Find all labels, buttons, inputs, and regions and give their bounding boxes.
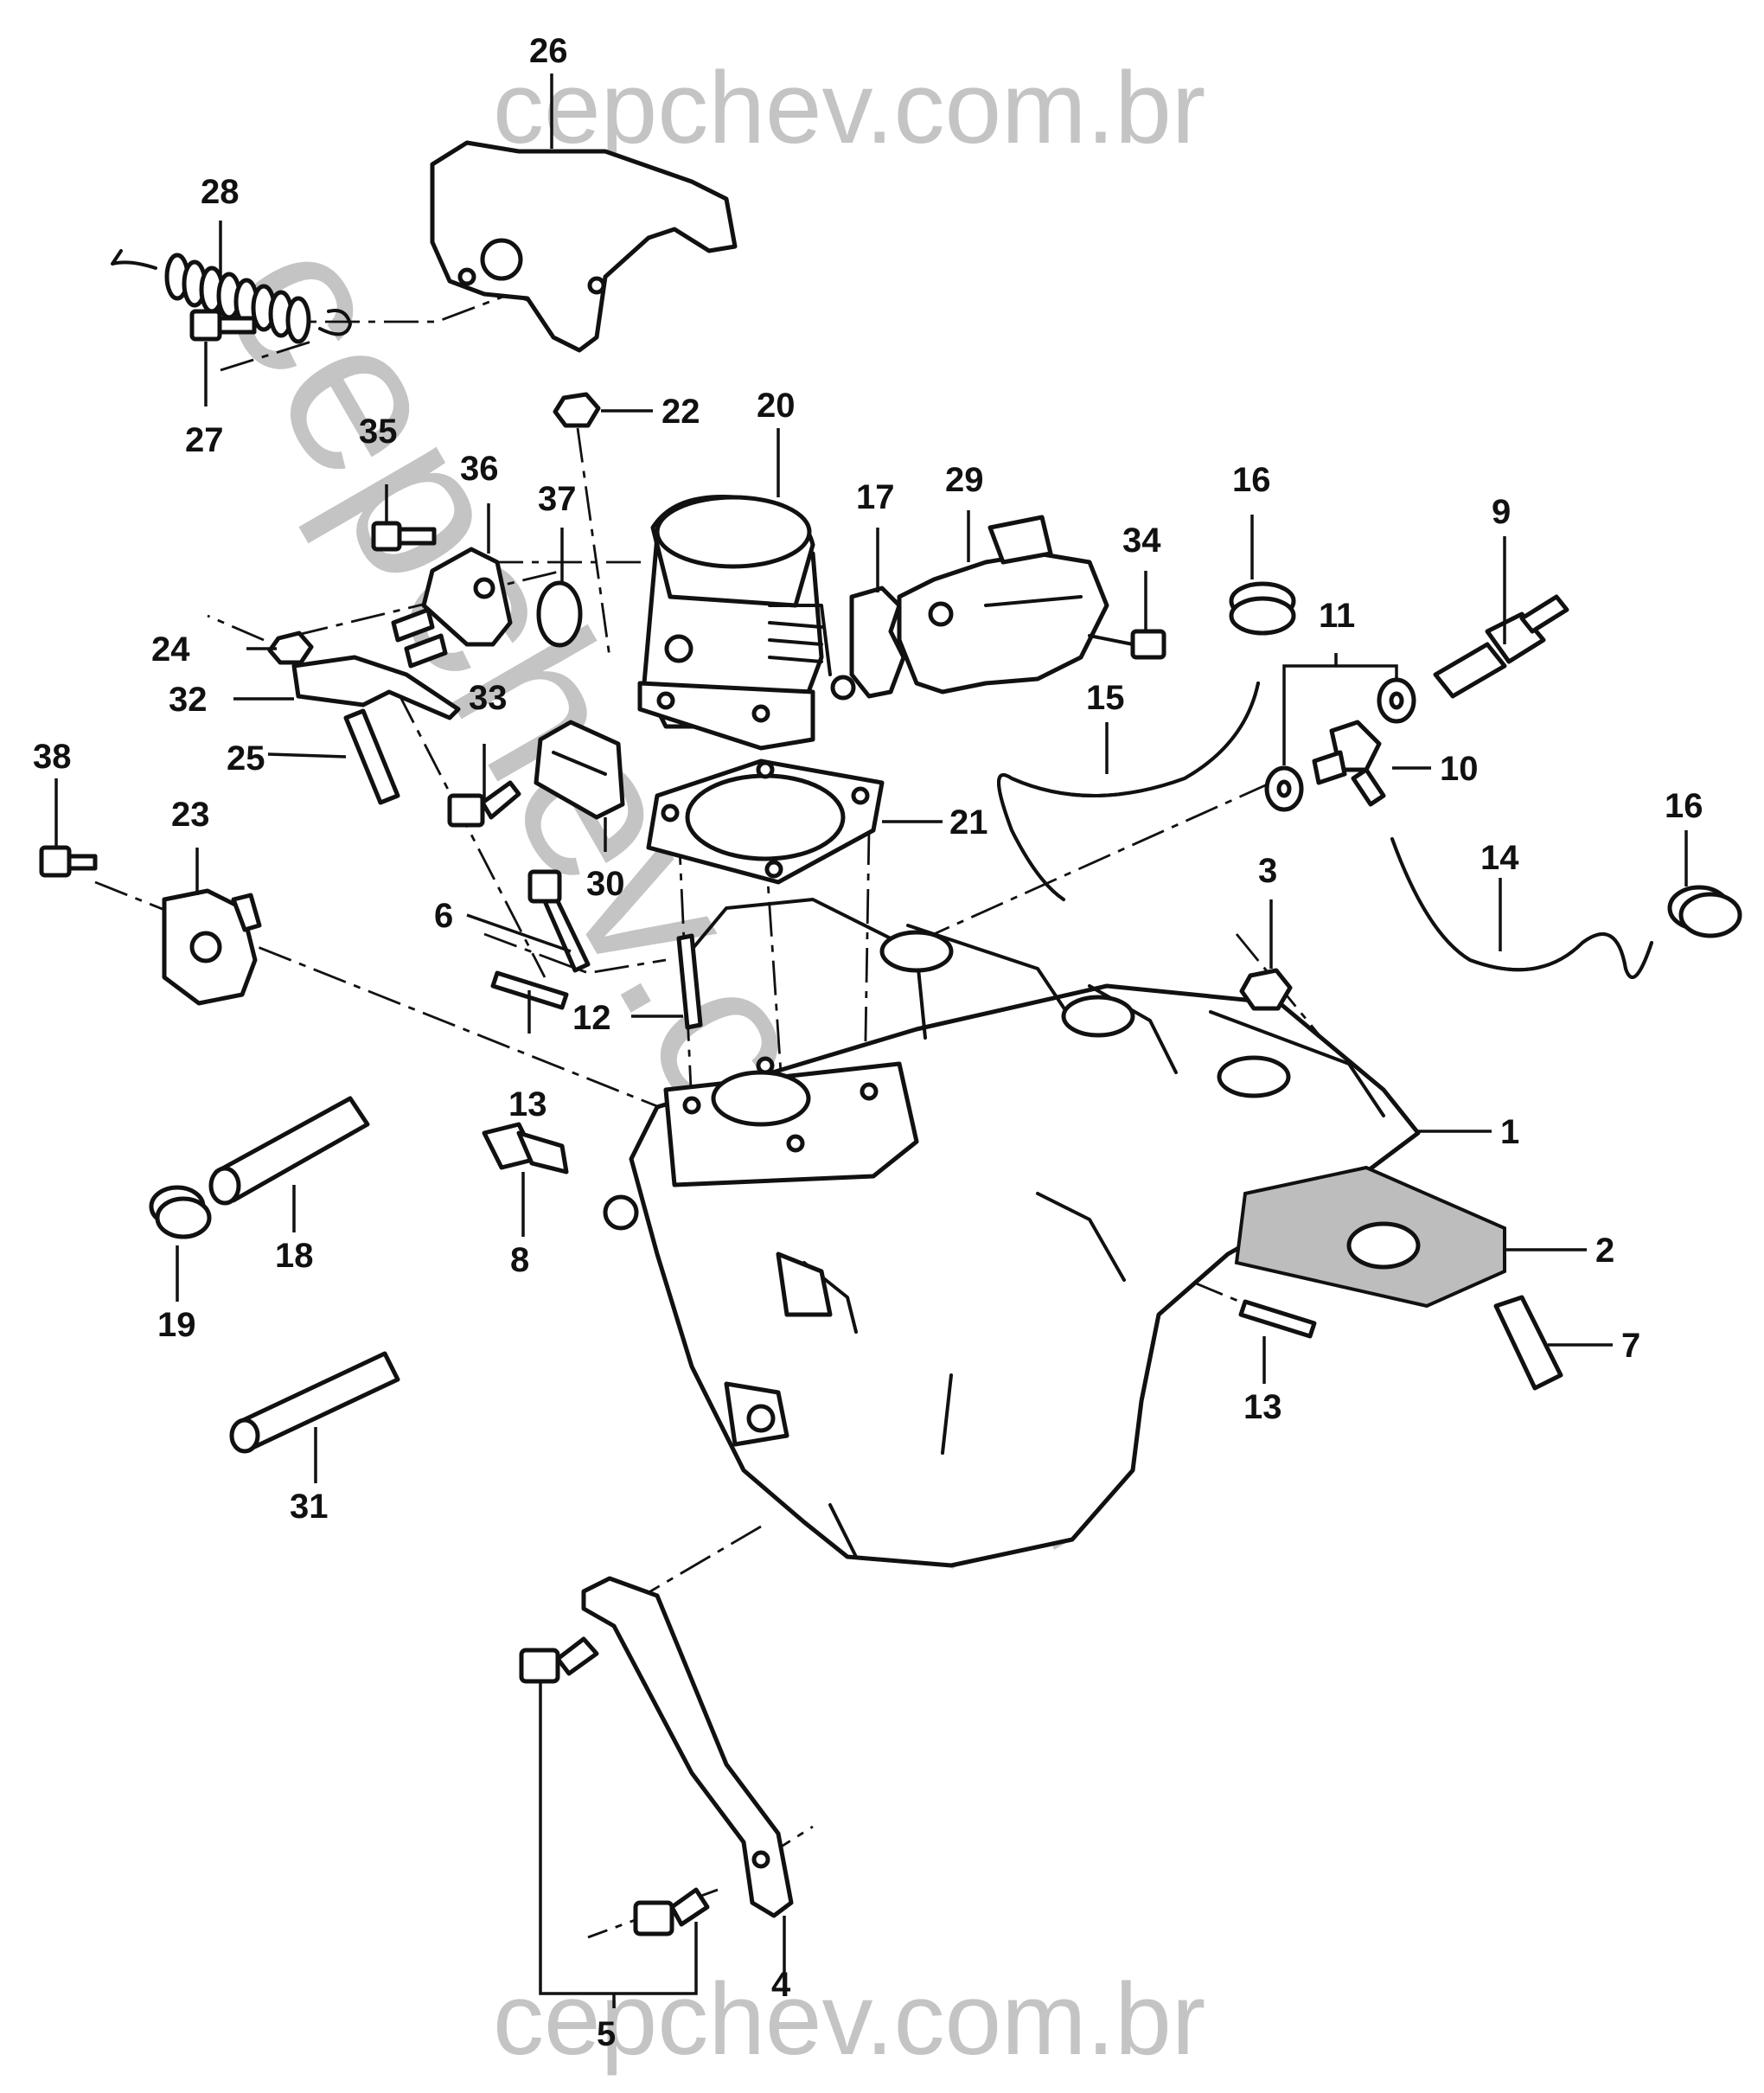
gasket-port	[1346, 1221, 1421, 1270]
callout-16a: 16	[1232, 461, 1271, 499]
part-25-stud	[343, 708, 400, 805]
callout-16b: 16	[1665, 787, 1703, 825]
part-31-tube	[229, 1351, 400, 1454]
part-34-bolt	[1088, 629, 1166, 660]
part-14-hose	[1390, 837, 1653, 980]
watermark-bottom: cepchev.com.br	[493, 1962, 1205, 2077]
part-29-sensor	[897, 515, 1109, 694]
callout-7: 7	[1621, 1327, 1640, 1365]
callout-12: 12	[572, 999, 611, 1037]
part-8-temp-sensor	[482, 1122, 569, 1175]
callout-29: 29	[945, 461, 984, 499]
callout-35: 35	[359, 413, 398, 451]
part-28-spring	[111, 249, 352, 344]
callout-22: 22	[662, 393, 700, 431]
callout-38: 38	[33, 738, 72, 776]
callout-3: 3	[1258, 852, 1277, 890]
callout-1: 1	[1500, 1113, 1519, 1151]
callout-5: 5	[597, 2015, 616, 2053]
part-24-nut	[267, 630, 314, 665]
callout-13a: 13	[508, 1085, 547, 1123]
callout-25: 25	[227, 739, 265, 778]
part-36-sensor	[391, 547, 513, 669]
callout-19: 19	[157, 1306, 196, 1344]
callout-4: 4	[771, 1966, 791, 2004]
callout-37: 37	[538, 480, 577, 518]
part-37-o-ring	[536, 580, 583, 648]
callout-13b: 13	[1243, 1388, 1282, 1426]
part-35-bolt	[371, 521, 437, 552]
callout-30: 30	[586, 865, 625, 903]
callout-6: 6	[434, 897, 453, 935]
callout-26: 26	[529, 32, 568, 70]
callout-33: 33	[469, 679, 508, 717]
part-6-bolt	[527, 869, 591, 973]
part-16-clamp-b	[1667, 885, 1742, 938]
callout-17: 17	[856, 478, 895, 516]
part-33-bolt	[447, 780, 521, 828]
callout-9: 9	[1492, 493, 1511, 531]
part-1-intake-manifold	[603, 898, 1421, 1568]
callout-18: 18	[275, 1237, 314, 1275]
part-17-gasket	[849, 586, 906, 699]
part-12-stud	[676, 933, 703, 1030]
leader-lines	[54, 74, 1688, 2008]
part-11-washers	[1264, 677, 1416, 812]
callout-10: 10	[1440, 750, 1479, 788]
part-38-bolt	[39, 845, 98, 878]
callout-23: 23	[171, 796, 210, 834]
callout-32: 32	[169, 681, 208, 719]
part-7-stud	[1493, 1295, 1563, 1391]
callout-21: 21	[949, 803, 988, 842]
callout-27: 27	[185, 421, 224, 459]
part-18-tube	[208, 1096, 370, 1206]
callout-14: 14	[1480, 839, 1519, 877]
part-30-sensor	[534, 720, 625, 820]
part-5-bolts	[519, 1636, 710, 1936]
part-9-fitting	[1433, 594, 1569, 699]
callout-36: 36	[460, 450, 499, 488]
part-4-support-bracket	[581, 1576, 794, 1918]
part-27-bolt	[189, 309, 257, 342]
callout-8: 8	[510, 1241, 529, 1279]
callout-numbers: 1 2 3 4 5 6 7 8 9 10 11 12 13 13 14 15 1…	[33, 32, 1703, 2053]
part-20-throttle-body	[637, 494, 856, 751]
part-3-nut	[1239, 968, 1293, 1011]
part-16-clamp-a	[1229, 581, 1296, 636]
callout-2: 2	[1595, 1232, 1614, 1270]
part-10-elbow-fitting	[1312, 720, 1386, 807]
callout-28: 28	[201, 173, 240, 211]
part-21-gasket	[646, 758, 885, 885]
callout-15: 15	[1086, 679, 1125, 717]
callout-34: 34	[1122, 522, 1161, 560]
part-13-dowel-b	[1238, 1299, 1317, 1339]
callout-11: 11	[1319, 597, 1355, 635]
part-23-sensor	[162, 888, 262, 1006]
part-19-clamp	[149, 1185, 212, 1239]
part-22-nut	[553, 392, 601, 428]
part-26-bracket	[430, 140, 738, 353]
watermark-top: cepchev.com.br	[493, 51, 1205, 165]
callout-31: 31	[290, 1488, 329, 1526]
callout-24: 24	[151, 630, 190, 669]
callout-20: 20	[757, 387, 796, 425]
part-32-bracket	[291, 655, 461, 720]
